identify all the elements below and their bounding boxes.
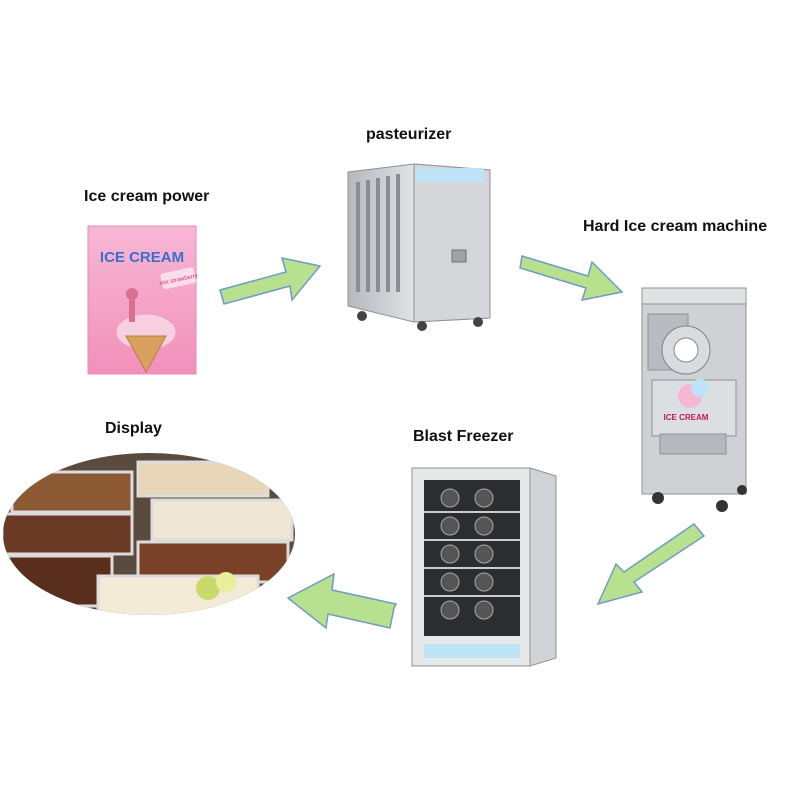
arrow-powder-to-pasteurizer: [216, 246, 324, 310]
label-powder: Ice cream power: [84, 188, 210, 205]
machine-badge: ICE CREAM: [664, 413, 709, 422]
blast-freezer: [410, 462, 560, 672]
label-hard-machine: Hard Ice cream machine: [583, 218, 768, 235]
arrow-machine-to-freezer: [594, 520, 706, 608]
hard-ice-cream-machine: ICE CREAM: [638, 284, 750, 516]
label-display: Display: [105, 420, 162, 437]
display-case: [2, 452, 296, 616]
arrow-pasteurizer-to-machine: [518, 242, 626, 304]
label-pasteurizer: pasteurizer: [366, 126, 452, 143]
ice-cream-powder-packet: ICE CREAM mix strawberry: [86, 224, 198, 376]
arrow-freezer-to-display: [286, 570, 398, 634]
packet-brand: ICE CREAM: [100, 249, 184, 266]
label-blast-freezer: Blast Freezer: [413, 428, 514, 445]
pasteurizer-machine: [342, 158, 494, 334]
